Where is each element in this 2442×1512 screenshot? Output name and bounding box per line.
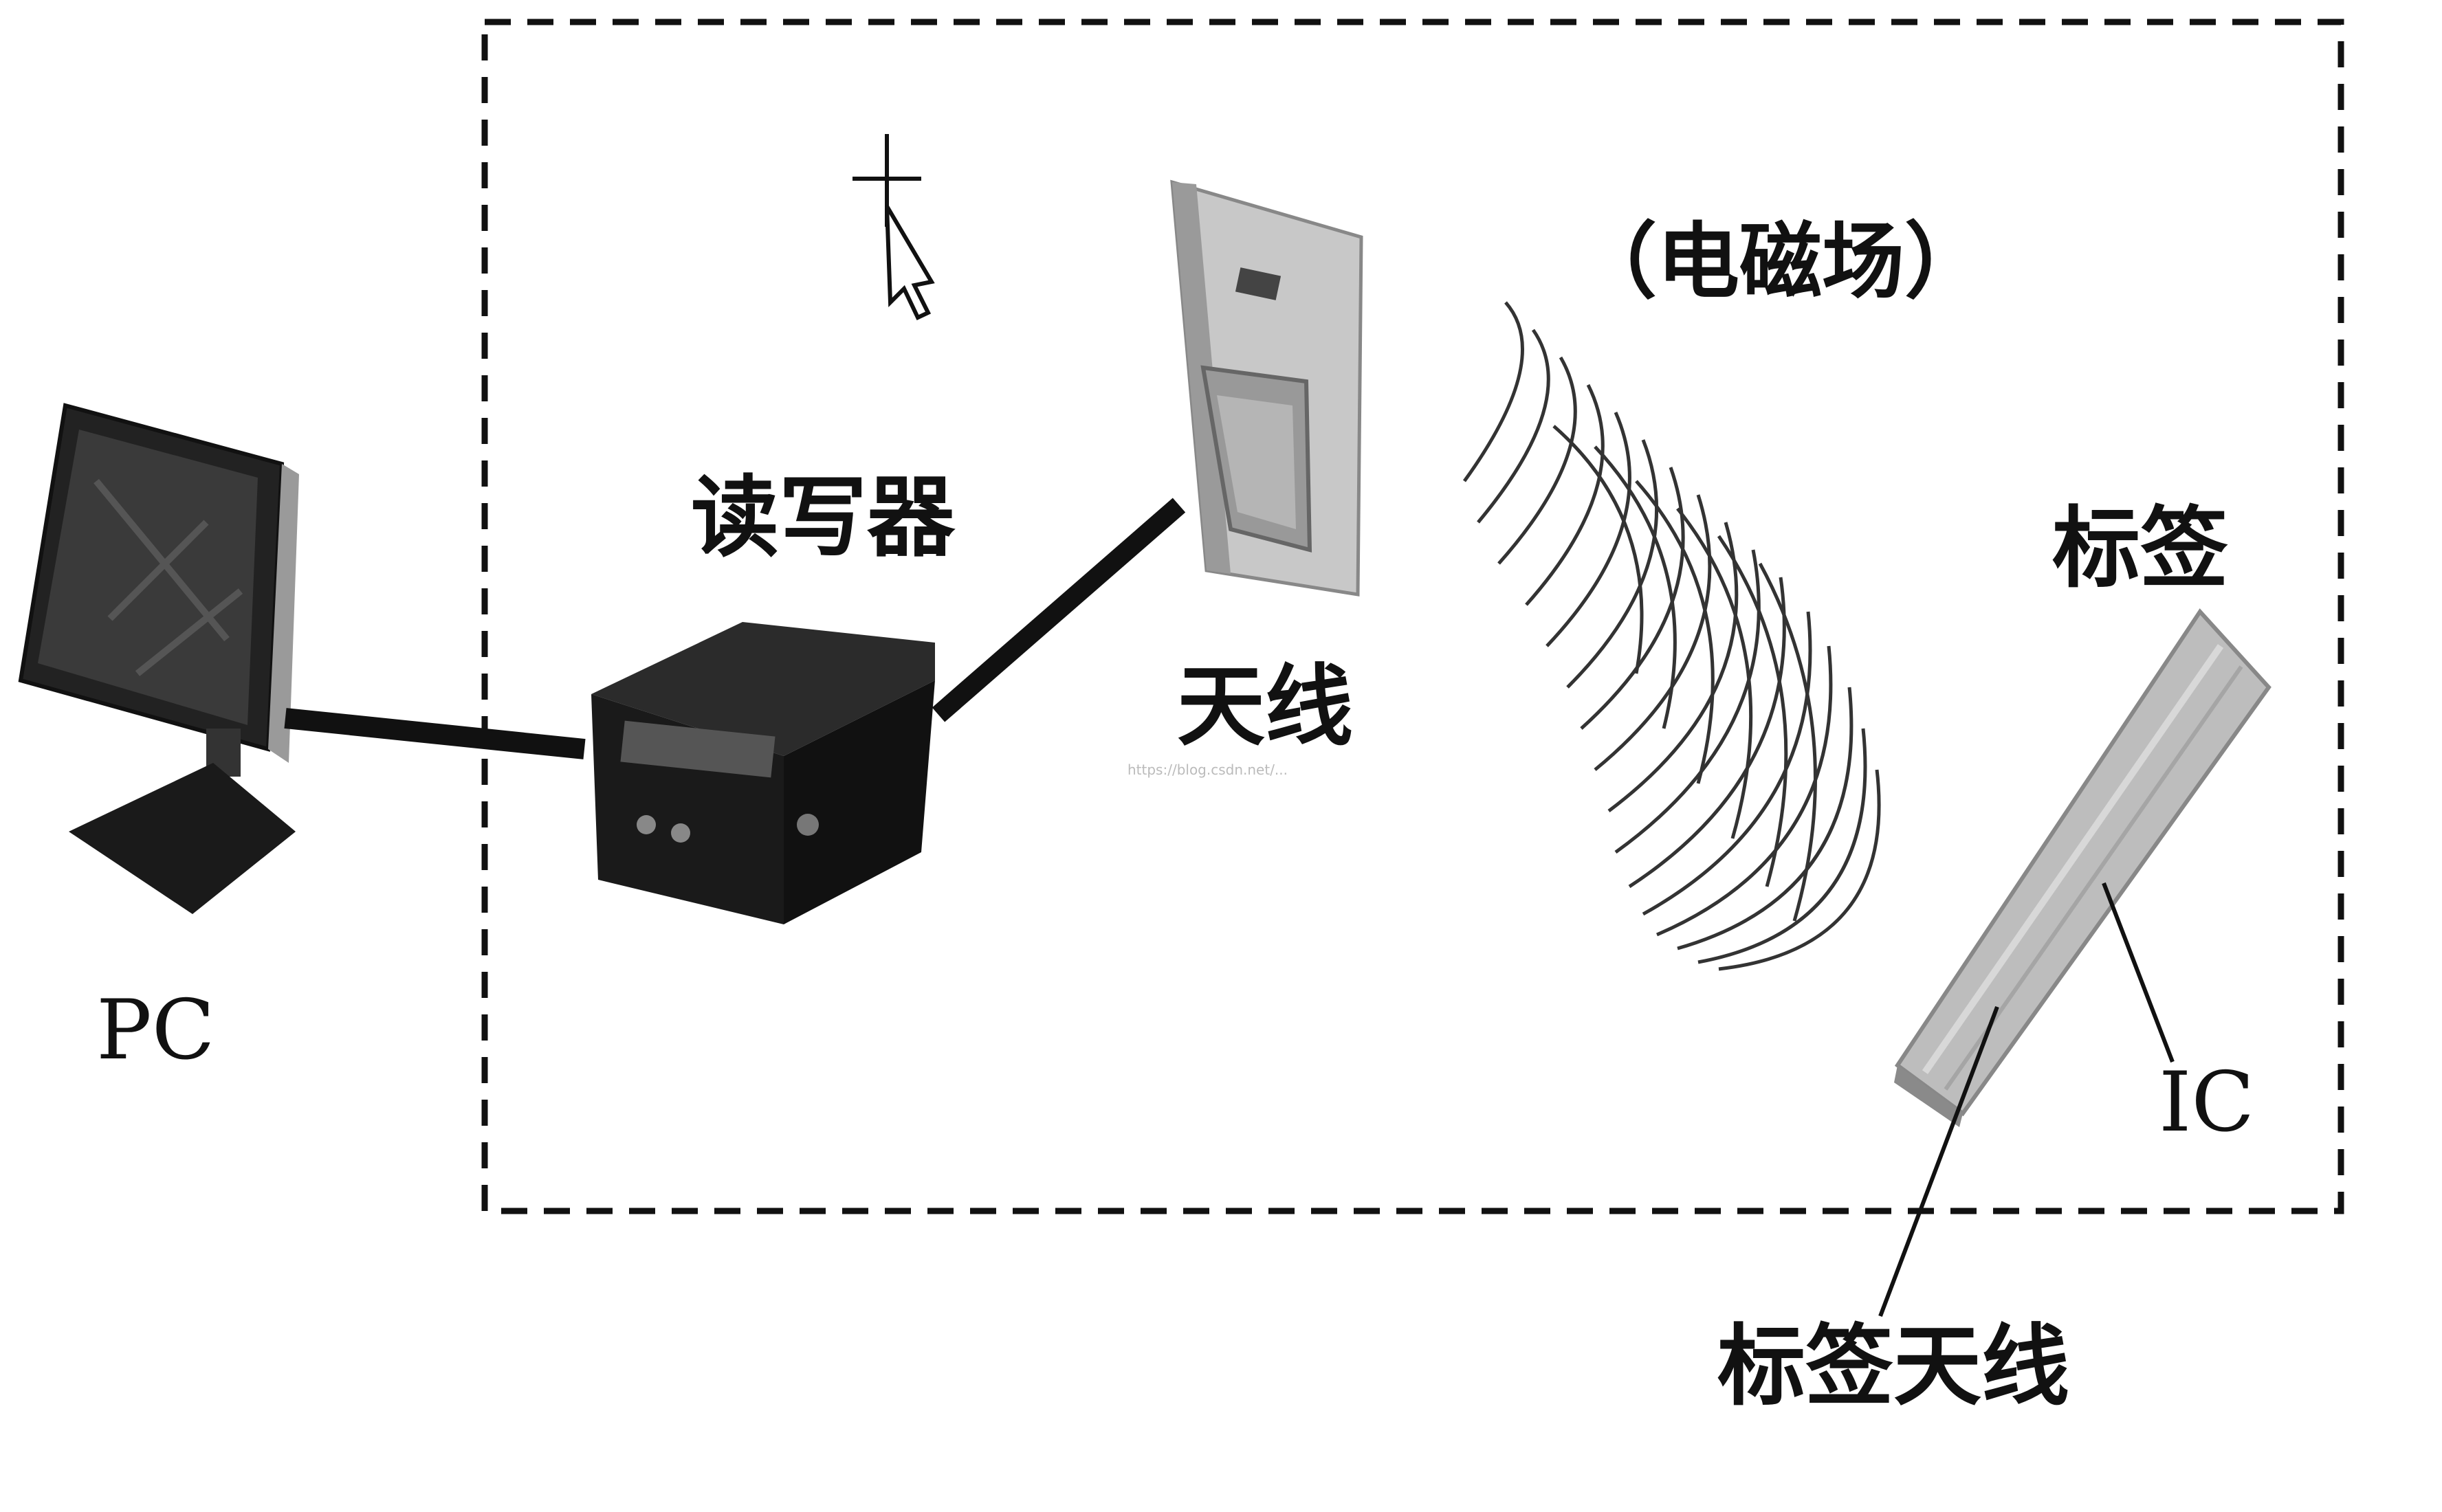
system-boundary [481, 19, 2344, 1214]
ic-leader-line [2102, 882, 2175, 1063]
tag-antenna-label: 标签天线 [1717, 1315, 2070, 1418]
watermark-text: https://blog.csdn.net/... [1128, 761, 1288, 778]
pc-reader-cable [284, 708, 586, 759]
pc-monitor-icon [18, 403, 299, 914]
move-cursor-icon [852, 134, 935, 320]
electromagnetic-field-label: （电磁场） [1574, 214, 1987, 310]
pc-label: PC [96, 983, 215, 1078]
antenna-panel-icon [1170, 179, 1363, 597]
reader-label: 读写器 [691, 467, 956, 569]
ic-label: IC [2159, 1055, 2255, 1150]
electromagnetic-field-waves [1462, 301, 1881, 971]
tag-label: 标签 [2052, 498, 2229, 600]
tag-antenna-leader-line [1878, 1005, 1999, 1318]
reader-device-icon [591, 622, 935, 924]
reader-antenna-cable [932, 498, 1186, 722]
antenna-label: 天线 [1177, 656, 1354, 758]
rfid-tag-icon [1894, 608, 2272, 1127]
